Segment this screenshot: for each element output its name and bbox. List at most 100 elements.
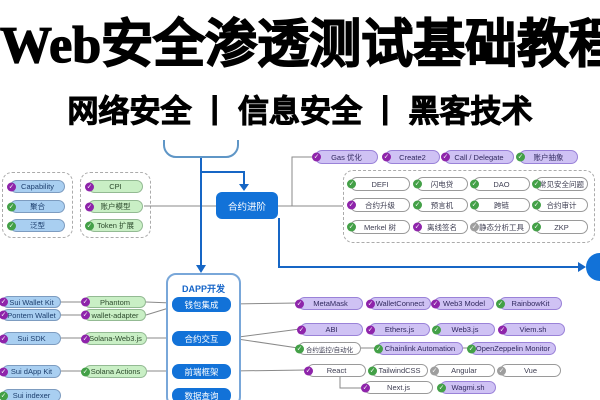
node-label: 泛型 xyxy=(30,221,45,230)
node-call-delegate[interactable]: Call / Delegate xyxy=(441,150,514,164)
node-label: Next.js xyxy=(387,383,410,392)
node-capability[interactable]: Capability xyxy=(7,180,65,193)
node-web3js[interactable]: Web3.js xyxy=(432,323,495,336)
node-dao[interactable]: DAO xyxy=(470,177,530,191)
node-label: CPI xyxy=(109,182,122,191)
node-sui-sdk[interactable]: Sui SDK xyxy=(0,332,61,345)
node-token-extension[interactable]: Token 扩展 xyxy=(85,219,143,232)
node-frontend-framework[interactable]: 前端框架 xyxy=(172,364,231,379)
node-common-security-issues[interactable]: 常见安全问题 xyxy=(532,177,588,191)
node-label: 聚合 xyxy=(30,202,45,211)
capability-group xyxy=(2,172,73,238)
status-icon xyxy=(81,310,90,320)
node-zkp[interactable]: ZKP xyxy=(532,220,588,234)
status-icon xyxy=(295,344,304,353)
node-chainlink-automation[interactable]: Chainlink Automation xyxy=(374,342,463,355)
node-cross-chain[interactable]: 跨链 xyxy=(470,198,530,212)
node-solana-actions[interactable]: Solana Actions xyxy=(81,365,147,378)
node-label: Vue xyxy=(523,366,538,375)
node-nextjs[interactable]: Next.js xyxy=(361,381,433,394)
status-icon xyxy=(0,391,8,400)
status-icon xyxy=(431,299,440,308)
status-icon xyxy=(496,299,505,308)
node-label: RainbowKit xyxy=(511,299,550,308)
node-ethersjs[interactable]: Ethers.js xyxy=(366,323,430,336)
branch-contract-advanced[interactable]: 合约进阶 xyxy=(216,192,278,219)
node-label: 数据查询 xyxy=(184,390,219,400)
node-web3-modal[interactable]: Web3 Model xyxy=(431,297,494,310)
node-contract-interaction[interactable]: 合约交互 xyxy=(172,331,231,346)
status-icon xyxy=(366,325,375,334)
node-label: DEFI xyxy=(371,179,389,189)
status-icon xyxy=(7,182,16,191)
status-icon xyxy=(368,366,377,375)
node-cpi[interactable]: CPI xyxy=(85,180,143,193)
branch-dapp-label: DAPP开发 xyxy=(181,284,225,294)
node-label: wallet-adapter xyxy=(91,310,139,320)
node-label: 账户模型 xyxy=(100,202,131,211)
node-create2[interactable]: Create2 xyxy=(382,150,440,164)
node-abi[interactable]: ABI xyxy=(297,323,363,336)
node-offline-signature[interactable]: 离线签名 xyxy=(413,220,468,234)
node-solana-web3js[interactable]: Solana-Web3.js xyxy=(81,332,147,345)
node-wallet-adapter[interactable]: wallet-adapter xyxy=(81,309,146,321)
node-label: Web3.js xyxy=(451,325,479,334)
node-label: Sui SDK xyxy=(17,334,46,343)
node-contract-upgrade[interactable]: 合约升级 xyxy=(347,198,410,212)
node-angular[interactable]: Angular xyxy=(430,364,495,377)
status-icon xyxy=(532,222,541,232)
node-label: 合约审计 xyxy=(546,200,577,210)
status-icon xyxy=(470,222,479,232)
node-phantom[interactable]: Phantom xyxy=(81,296,146,308)
status-icon xyxy=(312,152,321,162)
node-label: Viem.sh xyxy=(519,325,547,334)
node-data-query[interactable]: 数据查询 xyxy=(172,388,231,400)
node-openzeppelin-monitor[interactable]: OpenZeppelin Monitor xyxy=(467,342,556,355)
cropped-edge-node[interactable] xyxy=(586,253,600,281)
node-rainbowkit[interactable]: RainbowKit xyxy=(496,297,562,310)
status-icon xyxy=(347,200,356,210)
node-generics[interactable]: 泛型 xyxy=(7,219,65,232)
page-subtitle: 网络安全 丨 信息安全 丨 黑客技术 xyxy=(67,94,533,130)
node-static-analysis-tools[interactable]: 静态分析工具 xyxy=(470,220,530,234)
status-icon xyxy=(295,299,304,308)
node-sui-dapp-kit[interactable]: Sui dApp Kit xyxy=(0,365,61,378)
node-tailwindcss[interactable]: TailwindCSS xyxy=(368,364,428,377)
node-contract-audit[interactable]: 合约审计 xyxy=(532,198,588,212)
status-icon xyxy=(297,325,306,334)
status-icon xyxy=(0,297,8,307)
node-label: 离线签名 xyxy=(427,222,457,232)
node-wagmi[interactable]: Wagmi.sh xyxy=(437,381,496,394)
node-account-abstraction[interactable]: 账户抽象 xyxy=(516,150,578,164)
node-pontem-wallet[interactable]: Pontem Wallet xyxy=(0,309,61,321)
node-flash-loan[interactable]: 闪电贷 xyxy=(413,177,468,191)
node-oracle[interactable]: 预言机 xyxy=(413,198,468,212)
node-metamask[interactable]: MetaMask xyxy=(295,297,363,310)
node-sui-wallet-kit[interactable]: Sui Wallet Kit xyxy=(0,296,61,308)
node-aggregation[interactable]: 聚合 xyxy=(7,200,65,213)
node-defi[interactable]: DEFI xyxy=(347,177,410,191)
status-icon xyxy=(0,310,8,320)
status-icon xyxy=(7,202,16,211)
node-account-model[interactable]: 账户模型 xyxy=(85,200,143,213)
node-label: WalletConnect xyxy=(375,299,425,308)
page-title: Web安全渗透测试基础教程 xyxy=(0,16,600,74)
node-vue[interactable]: Vue xyxy=(497,364,561,377)
node-wallet-integration[interactable]: 钱包集成 xyxy=(172,297,231,312)
node-label: Chainlink Automation xyxy=(384,344,456,353)
node-sui-indexer[interactable]: Sui indexer xyxy=(0,389,61,400)
node-contract-monitoring[interactable]: 合约监控/自动化 xyxy=(295,342,361,355)
node-react[interactable]: React xyxy=(304,364,366,377)
status-icon xyxy=(366,299,375,308)
node-merkle-tree[interactable]: Merkel 树 xyxy=(347,220,410,234)
node-walletconnect[interactable]: WalletConnect xyxy=(366,297,431,310)
node-gas-optimization[interactable]: Gas 优化 xyxy=(312,150,378,164)
node-viem[interactable]: Viem.sh xyxy=(498,323,565,336)
node-label: Create2 xyxy=(399,152,426,162)
branch-label: 合约进阶 xyxy=(227,201,266,213)
node-label: React xyxy=(326,366,347,375)
node-label: Token 扩展 xyxy=(96,221,135,230)
node-label: ABI xyxy=(325,325,338,334)
